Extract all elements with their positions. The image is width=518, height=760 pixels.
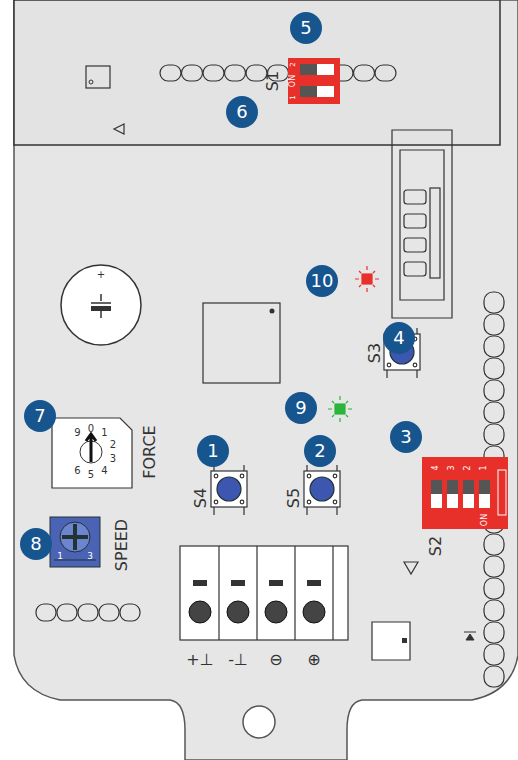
switch-number: 2 — [290, 62, 297, 66]
dial-number: 1 — [101, 428, 107, 438]
switch-name: S2 — [428, 536, 444, 556]
pot-number: 3 — [87, 552, 93, 561]
callout-number: 8 — [20, 528, 52, 560]
dial-number: 9 — [74, 428, 80, 438]
callout-number: 9 — [285, 392, 317, 424]
dial-name: FORCE — [142, 425, 158, 478]
dial-number: 3 — [110, 454, 116, 464]
dial-number: 6 — [74, 466, 80, 476]
dial-number: 0 — [88, 424, 94, 434]
polarity-mark: + — [97, 270, 105, 280]
callout-number: 6 — [226, 96, 258, 128]
dial-number: 2 — [110, 440, 116, 450]
dip-on-mark: ON — [481, 514, 489, 526]
callout-number: 2 — [304, 435, 336, 467]
callout-number: 1 — [197, 435, 229, 467]
switch-name: S1 — [265, 71, 281, 91]
callout-number: 4 — [383, 322, 415, 354]
dip-number: 2 — [464, 465, 472, 470]
switch-number: 1 — [290, 95, 297, 99]
pot-name: SPEED — [114, 519, 130, 571]
dip-number: 1 — [480, 465, 488, 470]
terminal-label: -⊥ — [228, 652, 248, 668]
dip-number: 3 — [448, 465, 456, 470]
callout-number: 10 — [306, 265, 338, 297]
dip-number: 4 — [432, 465, 440, 470]
button-name: S4 — [193, 488, 209, 508]
dial-number: 5 — [88, 470, 94, 480]
dial-number: 4 — [101, 466, 107, 476]
pot-number: 1 — [57, 552, 63, 561]
callout-number: 3 — [390, 421, 422, 453]
callout-number: 7 — [24, 400, 56, 432]
terminal-label: +⊥ — [186, 652, 213, 668]
switch-on-mark: ON — [289, 75, 297, 87]
button-name: S5 — [286, 488, 302, 508]
callout-number: 5 — [290, 12, 322, 44]
terminal-label: ⊖ — [269, 652, 282, 668]
terminal-label: ⊕ — [307, 652, 320, 668]
button-name: S3 — [367, 343, 383, 363]
